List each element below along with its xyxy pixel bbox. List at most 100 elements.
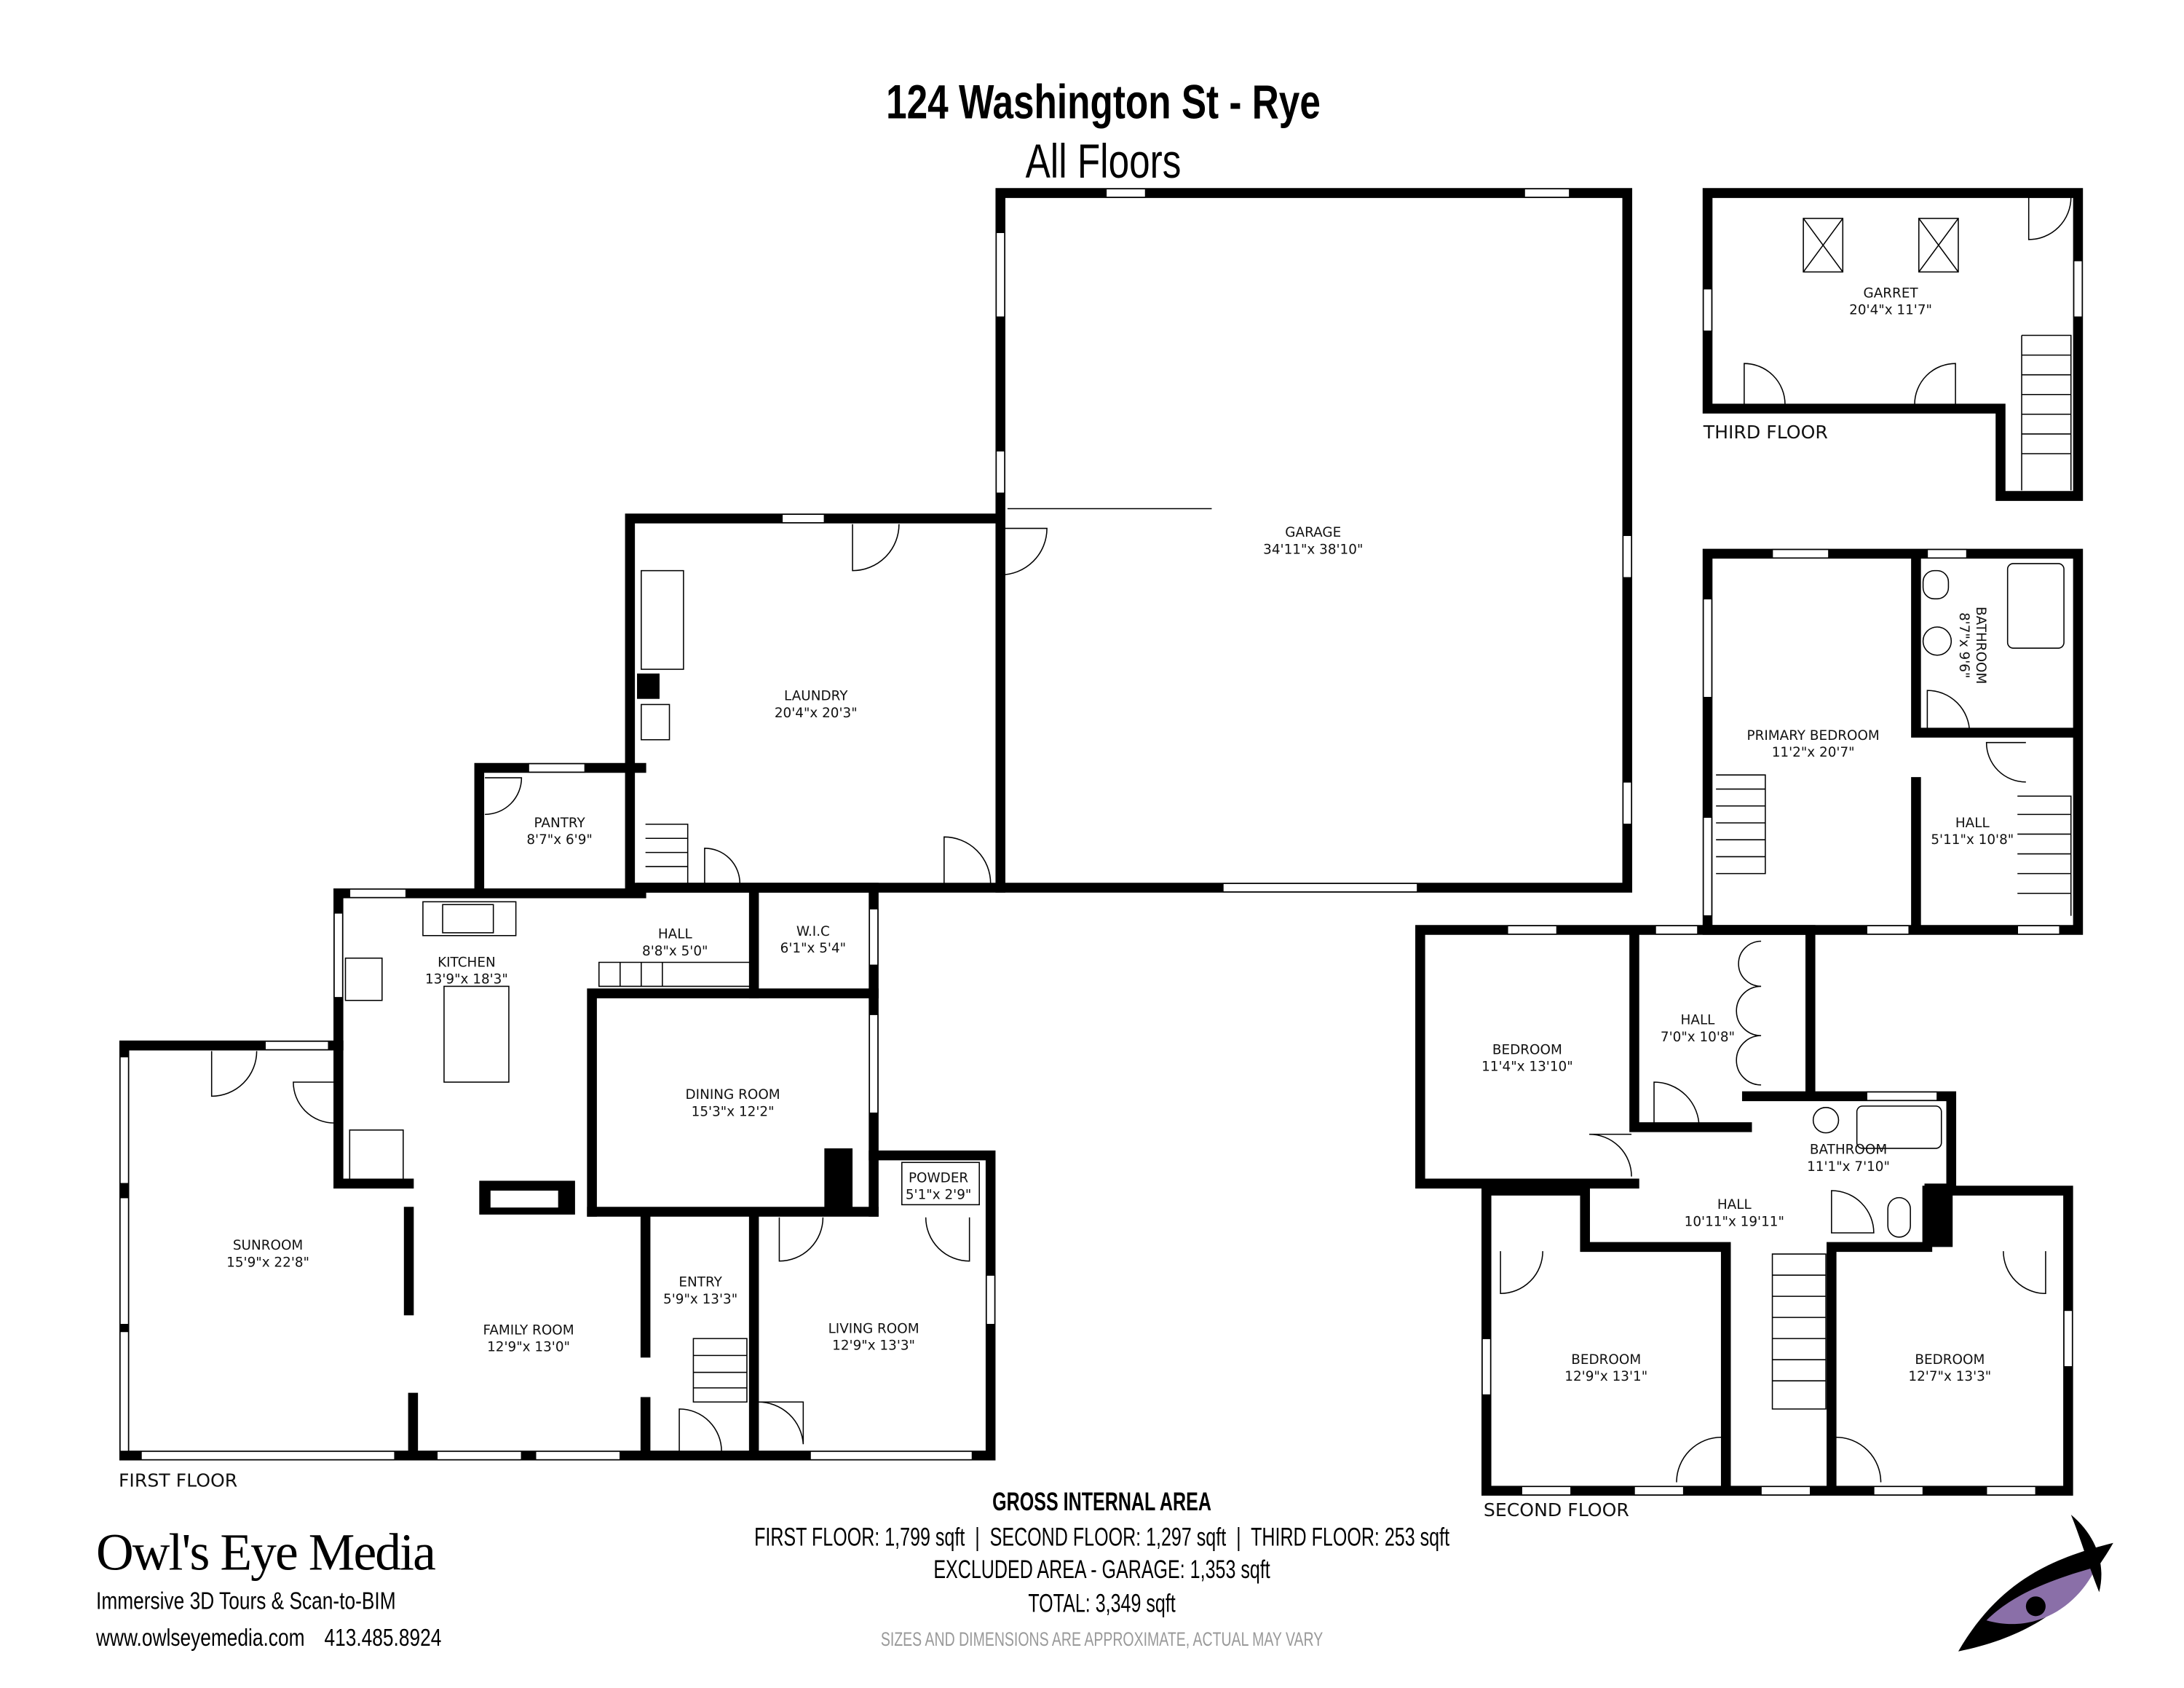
area-summary: GROSS INTERNAL AREA FIRST FLOOR: 1,799 s… bbox=[754, 1488, 1449, 1650]
window bbox=[528, 762, 586, 773]
room-dims: 8'7"x 6'9" bbox=[526, 832, 592, 848]
disclaimer-group: SIZES AND DIMENSIONS ARE APPROXIMATE, AC… bbox=[881, 1629, 1324, 1651]
room-name: ENTRY bbox=[678, 1275, 722, 1290]
sink-icon bbox=[1812, 1107, 1840, 1134]
window bbox=[995, 232, 1005, 318]
room-name: HALL bbox=[1681, 1013, 1716, 1028]
window bbox=[986, 1274, 996, 1325]
window bbox=[1105, 188, 1147, 198]
skylight-cross bbox=[1803, 218, 1843, 272]
window bbox=[264, 1041, 330, 1051]
door-swing bbox=[778, 1217, 824, 1262]
window bbox=[436, 1451, 523, 1461]
room-dims: 13'9"x 18'3" bbox=[425, 972, 508, 987]
window bbox=[1702, 288, 1713, 332]
door-swing bbox=[1985, 741, 2026, 783]
appliance bbox=[349, 1129, 404, 1180]
room-dims: 15'9"x 22'8" bbox=[226, 1255, 309, 1270]
door-swing bbox=[925, 1217, 970, 1262]
room-name: DINING ROOM bbox=[686, 1087, 780, 1103]
room-dims: 6'1"x 5'4" bbox=[780, 941, 846, 956]
bathtub-icon bbox=[2006, 563, 2065, 649]
area-total-group: TOTAL: 3,349 sqft bbox=[1028, 1590, 1176, 1618]
room-name: HALL bbox=[1955, 816, 1990, 831]
room-dims: 5'9"x 13'3" bbox=[663, 1292, 737, 1307]
door-swing bbox=[293, 1081, 335, 1124]
page-subtitle: All Floors bbox=[1026, 135, 1182, 189]
window bbox=[1702, 598, 1713, 698]
room-dims: 11'4"x 13'10" bbox=[1481, 1060, 1573, 1075]
first-floor-plan bbox=[119, 188, 1633, 1461]
skylight-icon bbox=[1803, 218, 1844, 273]
room-name: GARRET bbox=[1863, 285, 1918, 301]
powder-fixtures bbox=[901, 1162, 980, 1206]
room-name: POWDER bbox=[909, 1170, 968, 1186]
room-dims: 20'4"x 20'3" bbox=[775, 706, 858, 721]
room-dims: 5'1"x 2'9" bbox=[906, 1188, 971, 1203]
room-name: PRIMARY BEDROOM bbox=[1747, 728, 1880, 744]
bathtub-icon bbox=[1856, 1105, 1942, 1149]
bathroom-label-rotated: BATHROOM 8'7"x 9'6" bbox=[1956, 607, 1988, 684]
window bbox=[2073, 260, 2084, 318]
room-dims: 5'11"x 10'8" bbox=[1931, 832, 2014, 848]
window bbox=[869, 1014, 879, 1114]
brand-website[interactable]: www.owlseyemedia.com bbox=[95, 1625, 304, 1651]
room-name: HALL bbox=[1717, 1197, 1752, 1212]
window bbox=[1622, 535, 1632, 579]
window bbox=[1524, 188, 1570, 198]
room-name: BATHROOM bbox=[1973, 607, 1988, 684]
upper-walls-second bbox=[1415, 925, 1957, 1189]
third-floor-plan bbox=[1702, 188, 2084, 501]
room-name: PANTRY bbox=[534, 816, 585, 831]
room-dims: 34'11"x 38'10" bbox=[1263, 542, 1363, 557]
window bbox=[1655, 925, 1698, 935]
floor-label-first: FIRST FLOOR bbox=[119, 1470, 237, 1491]
laundry-sink-icon bbox=[641, 703, 670, 741]
room-name: SUNROOM bbox=[233, 1238, 303, 1253]
room-dims: 7'0"x 10'8" bbox=[1661, 1030, 1735, 1045]
kitchen-island bbox=[443, 985, 510, 1083]
area-heading-group: GROSS INTERNAL AREA bbox=[992, 1488, 1211, 1516]
door-swing bbox=[1831, 1190, 1875, 1234]
door-swing bbox=[1500, 1251, 1543, 1295]
window bbox=[1873, 1486, 1924, 1496]
room-dims: 11'1"x 7'10" bbox=[1807, 1159, 1890, 1175]
logo-eye-iris bbox=[1986, 1566, 2097, 1625]
title-group: 124 Washington St - Rye bbox=[886, 75, 1321, 129]
chimney bbox=[824, 1148, 853, 1212]
subtitle-group: All Floors bbox=[1026, 135, 1182, 189]
window bbox=[1622, 781, 1632, 825]
disclaimer: SIZES AND DIMENSIONS ARE APPROXIMATE, AC… bbox=[881, 1629, 1324, 1651]
floor-label-third: THIRD FLOOR bbox=[1703, 422, 1828, 443]
stairs bbox=[645, 824, 689, 888]
window bbox=[869, 908, 879, 966]
stairs bbox=[1771, 1253, 1827, 1410]
room-name: FAMILY ROOM bbox=[483, 1322, 574, 1338]
room-dims: 15'3"x 12'2" bbox=[692, 1104, 775, 1119]
room-name: BATHROOM bbox=[1810, 1143, 1887, 1158]
phone-group: 413.485.8924 bbox=[324, 1625, 441, 1651]
door-swing bbox=[2003, 1251, 2046, 1295]
skylight-cross bbox=[1918, 218, 1959, 272]
area-floors-group: FIRST FLOOR: 1,799 sqft | SECOND FLOOR: … bbox=[754, 1524, 1449, 1552]
door-swing bbox=[485, 777, 523, 816]
window bbox=[2063, 1309, 2073, 1368]
door-swing bbox=[1589, 1133, 1632, 1177]
door-swing bbox=[943, 836, 992, 884]
area-total: TOTAL: 3,349 sqft bbox=[1028, 1590, 1176, 1618]
page-title: 124 Washington St - Rye bbox=[886, 75, 1321, 129]
garage-door bbox=[1222, 883, 1418, 893]
room-name: W.I.C bbox=[796, 924, 830, 939]
window bbox=[1521, 1486, 1572, 1496]
stairs bbox=[2017, 795, 2072, 916]
window bbox=[1985, 1486, 2037, 1496]
branding: Owl's Eye Media Immersive 3D Tours & Sca… bbox=[95, 1515, 2113, 1652]
window bbox=[333, 912, 344, 998]
window bbox=[1634, 1486, 1685, 1496]
window bbox=[810, 1451, 973, 1461]
stairs bbox=[692, 1338, 748, 1403]
area-excluded: EXCLUDED AREA - GARAGE: 1,353 sqft bbox=[933, 1556, 1270, 1584]
room-dims: 20'4"x 11'7" bbox=[1849, 302, 1932, 318]
interior-walls-first bbox=[333, 1040, 879, 1461]
